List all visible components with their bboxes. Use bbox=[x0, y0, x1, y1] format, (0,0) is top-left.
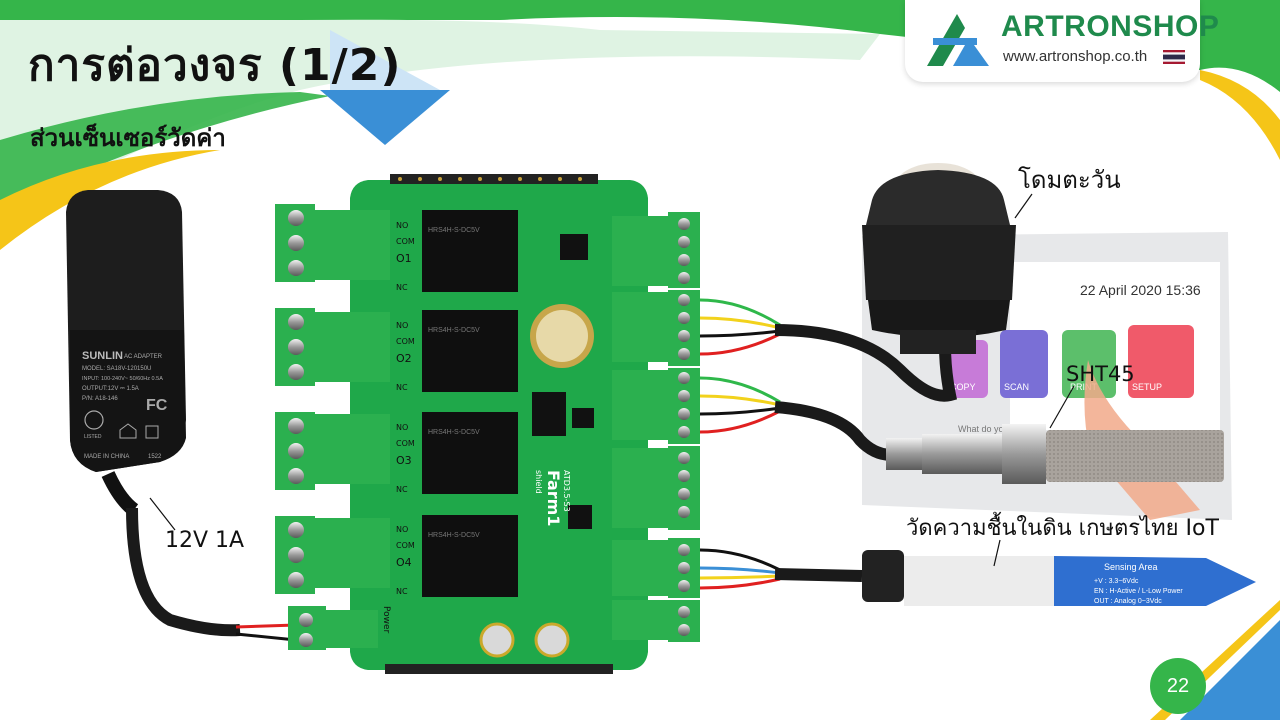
relay-marking-4: HRS4H-S-DC5V bbox=[428, 532, 480, 539]
house-icon bbox=[119, 423, 137, 439]
soil-sensor-label: วัดความชื้นในดิน เกษตรไทย IoT bbox=[906, 516, 1219, 541]
adapter-code: 1522 bbox=[148, 454, 162, 460]
terminal-screws bbox=[288, 210, 313, 647]
adapter-cable bbox=[126, 507, 241, 637]
relay-marking-3: HRS4H-S-DC5V bbox=[428, 429, 480, 436]
sensor-terminals bbox=[612, 212, 700, 642]
relay-label-o1: O1 bbox=[396, 252, 412, 265]
controller-board: HRS4H-S-DC5V HRS4H-S-DC5V HRS4H-S-DC5V H… bbox=[350, 174, 648, 674]
relay-marking-2: HRS4H-S-DC5V bbox=[428, 327, 480, 334]
relay-label-o4: O4 bbox=[396, 556, 412, 569]
sht45-cable bbox=[774, 401, 893, 461]
tablet-tile-scan: SCAN bbox=[1004, 382, 1029, 392]
board-power-label: Power bbox=[381, 606, 391, 634]
sht45-wires bbox=[699, 376, 781, 434]
pin-no-1: NO bbox=[396, 221, 408, 230]
adapter-model: MODEL: SA18V-120150U bbox=[82, 366, 151, 372]
pin-com-3: COM bbox=[396, 439, 415, 448]
brand-name: ARTRONSHOP bbox=[1001, 10, 1220, 43]
page-number: 22 bbox=[1150, 658, 1206, 714]
adapter-brand: SUNLIN bbox=[82, 350, 123, 362]
pin-nc-2: NC bbox=[396, 383, 408, 392]
soil-moisture-probe: Sensing Area +V : 3.3~6Vdc EN : H-Active… bbox=[862, 550, 1256, 606]
brand-url: www.artronshop.co.th bbox=[1003, 48, 1148, 65]
artronshop-logo-icon bbox=[927, 14, 989, 66]
relay-label-o2: O2 bbox=[396, 352, 412, 365]
soil-sensor-wires bbox=[699, 548, 781, 590]
relay-marking-1: HRS4H-S-DC5V bbox=[428, 227, 480, 234]
board-name: Farm1 bbox=[544, 470, 563, 526]
tablet-date: 22 April 2020 15:36 bbox=[1080, 282, 1201, 298]
soil-probe-header: Sensing Area bbox=[1104, 562, 1158, 572]
tablet-prompt: What do you bbox=[958, 424, 1009, 434]
light-sensor-wires bbox=[699, 298, 781, 356]
board-model: ATD3.5-S3 bbox=[562, 470, 571, 512]
ul-mark-icon bbox=[84, 410, 104, 430]
soil-probe-line1: +V : 3.3~6Vdc bbox=[1094, 578, 1139, 585]
tablet-tile-print: PRINT bbox=[1070, 382, 1098, 392]
relay-terminals bbox=[275, 204, 390, 650]
adapter-cert: FC bbox=[146, 397, 168, 414]
soil-sensor-cable bbox=[774, 568, 863, 582]
pin-no-2: NO bbox=[396, 321, 408, 330]
pin-nc-4: NC bbox=[396, 587, 408, 596]
slide-subtitle: ส่วนเซ็นเซอร์วัดค่า bbox=[30, 124, 226, 152]
tablet-tile-setup: SETUP bbox=[1132, 382, 1162, 392]
adapter-listed: LISTED bbox=[84, 434, 102, 440]
adapter-type: AC ADAPTER bbox=[124, 354, 163, 360]
pin-no-3: NO bbox=[396, 423, 408, 432]
thai-flag-icon bbox=[1163, 50, 1185, 64]
tablet-tile-copy: COPY bbox=[950, 382, 976, 392]
double-insulation-icon bbox=[145, 425, 159, 439]
adapter-origin: MADE IN CHINA bbox=[84, 454, 129, 460]
adapter-pn: P/N: A18-146 bbox=[82, 396, 118, 402]
pin-no-4: NO bbox=[396, 525, 408, 534]
relay-label-o3: O3 bbox=[396, 454, 412, 467]
sht45-label: SHT45 bbox=[1066, 362, 1135, 386]
pin-com-2: COM bbox=[396, 337, 415, 346]
adapter-output: OUTPUT:12V ⎓ 1.5A bbox=[82, 386, 139, 392]
pin-com-4: COM bbox=[396, 541, 415, 550]
pin-com-1: COM bbox=[396, 237, 415, 246]
board-sub: shield bbox=[534, 470, 543, 494]
power-adapter: SUNLIN AC ADAPTER MODEL: SA18V-120150U I… bbox=[66, 190, 186, 516]
light-sensor-cable bbox=[774, 324, 958, 402]
adapter-input: INPUT: 100-240V~ 50/60Hz 0.5A bbox=[82, 376, 163, 382]
pin-nc-3: NC bbox=[396, 485, 408, 494]
brand-logo-card: ARTRONSHOP www.artronshop.co.th bbox=[905, 0, 1219, 82]
soil-probe-line2: EN : H-Active / L-Low Power bbox=[1094, 588, 1183, 595]
soil-probe-line3: OUT : Analog 0~3Vdc bbox=[1094, 598, 1162, 605]
slide-title: การต่อวงจร (1/2) bbox=[28, 40, 402, 91]
sht45-probe bbox=[886, 424, 1224, 484]
light-sensor-dome bbox=[862, 163, 1016, 354]
power-adapter-label: 12V 1A bbox=[165, 528, 245, 553]
pin-nc-1: NC bbox=[396, 283, 408, 292]
light-sensor-label: โดมตะวัน bbox=[1018, 166, 1121, 194]
sensor-terminal-screws bbox=[678, 218, 690, 636]
